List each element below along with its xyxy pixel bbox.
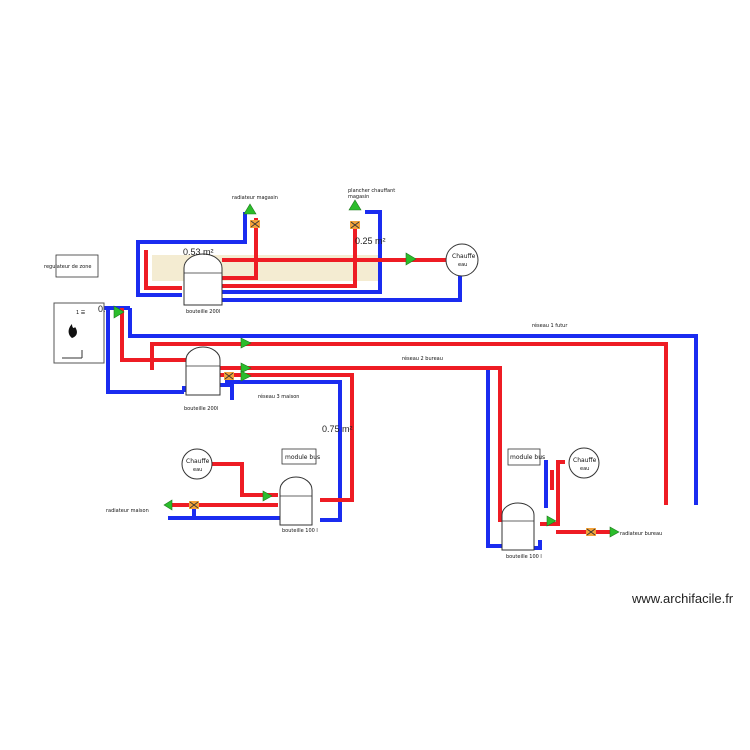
hot-pipe-reseau2 [217, 366, 502, 522]
hot-pipe-plancher [222, 222, 357, 288]
boiler-display: 1 ☰ [76, 310, 86, 316]
cold-pipe-mid-to-maison [217, 383, 234, 400]
pump-icon[interactable] [348, 199, 362, 211]
svg-text:Chauffe: Chauffe [573, 457, 597, 464]
label-area-025: 0.25 m² [355, 236, 386, 246]
valve-icon[interactable] [189, 501, 199, 509]
cold-pipe-bottle-mid [128, 308, 698, 505]
bottle-left[interactable] [279, 476, 313, 526]
label-radiateur-maison: radiateur maison [106, 508, 149, 514]
boiler[interactable]: 1 ☰ [53, 302, 105, 364]
label-plancher-2: magasin [348, 194, 369, 200]
cold-pipe-reseau3 [225, 380, 342, 522]
svg-text:module bus: module bus [510, 454, 545, 461]
label-area-075: 0.75 m² [322, 424, 353, 434]
label-radiateur-magasin: radiateur magasin [232, 195, 278, 201]
cold-pipe-bureau [486, 370, 502, 548]
svg-text:Chauffe: Chauffe [452, 253, 476, 260]
valve-icon[interactable] [586, 528, 596, 536]
cold-pipe-chauffe-top [218, 276, 462, 302]
pump-icon[interactable] [546, 515, 557, 527]
hot-pipe-boiler-up [120, 308, 186, 362]
pump-icon[interactable] [113, 305, 125, 319]
hot-pipe-top-loop [144, 250, 182, 290]
watermark: www.archifacile.fr [632, 591, 734, 606]
pump-icon[interactable] [243, 203, 257, 215]
svg-text:regulateur de zone: regulateur de zone [44, 264, 91, 270]
pumps [113, 199, 620, 538]
bottle-mid[interactable] [185, 346, 221, 396]
valves [189, 220, 596, 536]
label-bouteille-left: bouteille 100 l [282, 528, 318, 534]
cold-pipe-main-riser [106, 310, 184, 394]
label-radiateur-bureau: radiateur bureau [620, 531, 662, 537]
pump-icon[interactable] [262, 490, 273, 502]
pump-icon[interactable] [240, 370, 252, 382]
cold-pipe-radiator-magasin [136, 212, 247, 297]
pump-icon[interactable] [163, 499, 173, 511]
chauffe-eau-top[interactable]: Chauffe eau [445, 243, 479, 277]
svg-text:eau: eau [458, 262, 467, 268]
hot-pipe-reseau3 [217, 373, 354, 502]
label-plancher-1: plancher chauffant [348, 188, 395, 194]
bottle-right[interactable] [501, 502, 535, 551]
svg-text:eau: eau [193, 467, 202, 473]
pump-icon[interactable] [609, 526, 620, 538]
flame-icon [68, 324, 77, 338]
svg-text:module bus: module bus [285, 454, 320, 461]
label-bouteille-mid: bouteille 200l [184, 406, 218, 412]
hot-pipe-radiator-magasin [222, 218, 258, 280]
boiler-mark: 0. [98, 304, 106, 314]
label-reseau-2: réseau 2 bureau [402, 355, 443, 362]
hot-pipe-chauffe-left [212, 462, 278, 497]
label-bouteille-right: bouteille 100 l [506, 554, 542, 560]
label-area-053: 0.53 m² [183, 247, 214, 257]
module-bus-left[interactable]: module bus [281, 448, 320, 465]
valve-icon[interactable] [224, 372, 234, 380]
cold-pipes [104, 210, 698, 550]
valve-icon[interactable] [350, 221, 360, 229]
label-reseau-3: réseau 3 maison [258, 393, 299, 400]
valve-icon[interactable] [250, 220, 260, 228]
chauffe-eau-right[interactable]: Chauffe eau [568, 447, 600, 479]
pump-icon[interactable] [240, 337, 252, 349]
module-bus-right[interactable]: module bus [507, 448, 545, 466]
label-bouteille-top: bouteille 200l [186, 309, 220, 315]
svg-text:eau: eau [580, 466, 589, 472]
pump-icon[interactable] [240, 362, 252, 374]
svg-text:Chauffe: Chauffe [186, 458, 210, 465]
chauffe-eau-left[interactable]: Chauffe eau [181, 448, 213, 480]
hot-pipes [120, 218, 668, 534]
pump-icon[interactable] [405, 252, 417, 266]
label-reseau-1: réseau 1 futur [532, 322, 568, 329]
cold-pipe-plancher [220, 210, 382, 294]
bottle-top[interactable] [183, 253, 223, 306]
regulateur-de-zone[interactable]: regulateur de zone [44, 254, 99, 278]
hot-pipe-reseau1 [150, 342, 668, 505]
